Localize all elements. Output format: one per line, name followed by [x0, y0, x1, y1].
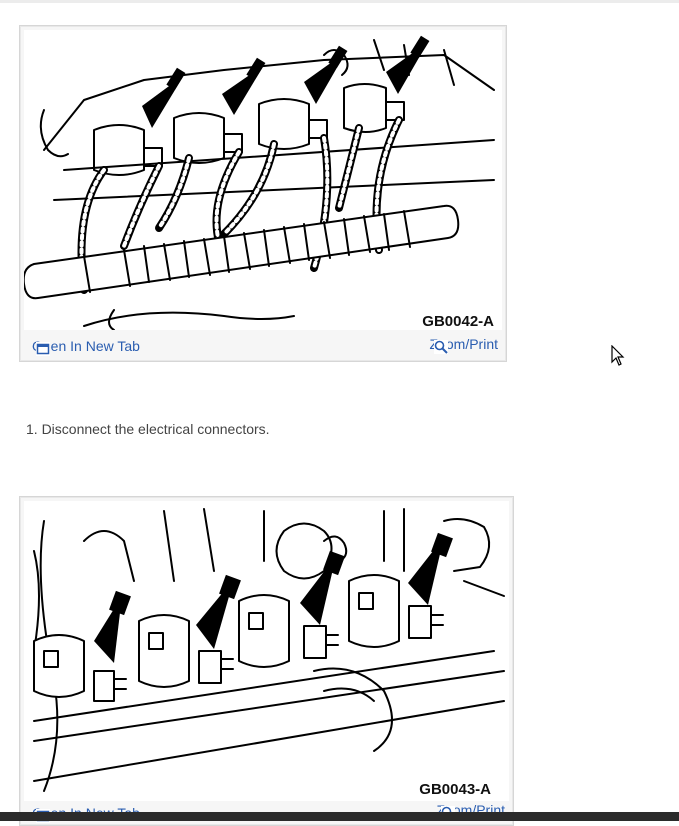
ignition-harness-illustration — [24, 30, 502, 330]
step-instruction: 1. Disconnect the electrical connectors. — [26, 421, 270, 437]
mouse-cursor-icon — [611, 345, 625, 366]
coil-connectors-illustration — [24, 501, 509, 801]
zoom-print-link[interactable]: Zoom/Print — [430, 336, 498, 354]
open-new-tab-icon — [36, 342, 50, 356]
top-border — [0, 0, 679, 3]
open-in-new-tab-link[interactable]: Open In New Tab — [32, 338, 140, 356]
open-in-new-tab-label: Open In New Tab — [32, 338, 140, 354]
figure-gb0042: GB0042-A Open In New Tab Zoom/Print — [19, 25, 507, 362]
bottom-taskbar — [0, 812, 679, 821]
magnifier-zoom-icon — [433, 340, 448, 354]
figure-gb0043: GB0043-A Open In New Tab Zoom/Print — [19, 496, 514, 826]
figure-code: GB0043-A — [419, 781, 491, 798]
figure-code: GB0042-A — [422, 313, 494, 330]
